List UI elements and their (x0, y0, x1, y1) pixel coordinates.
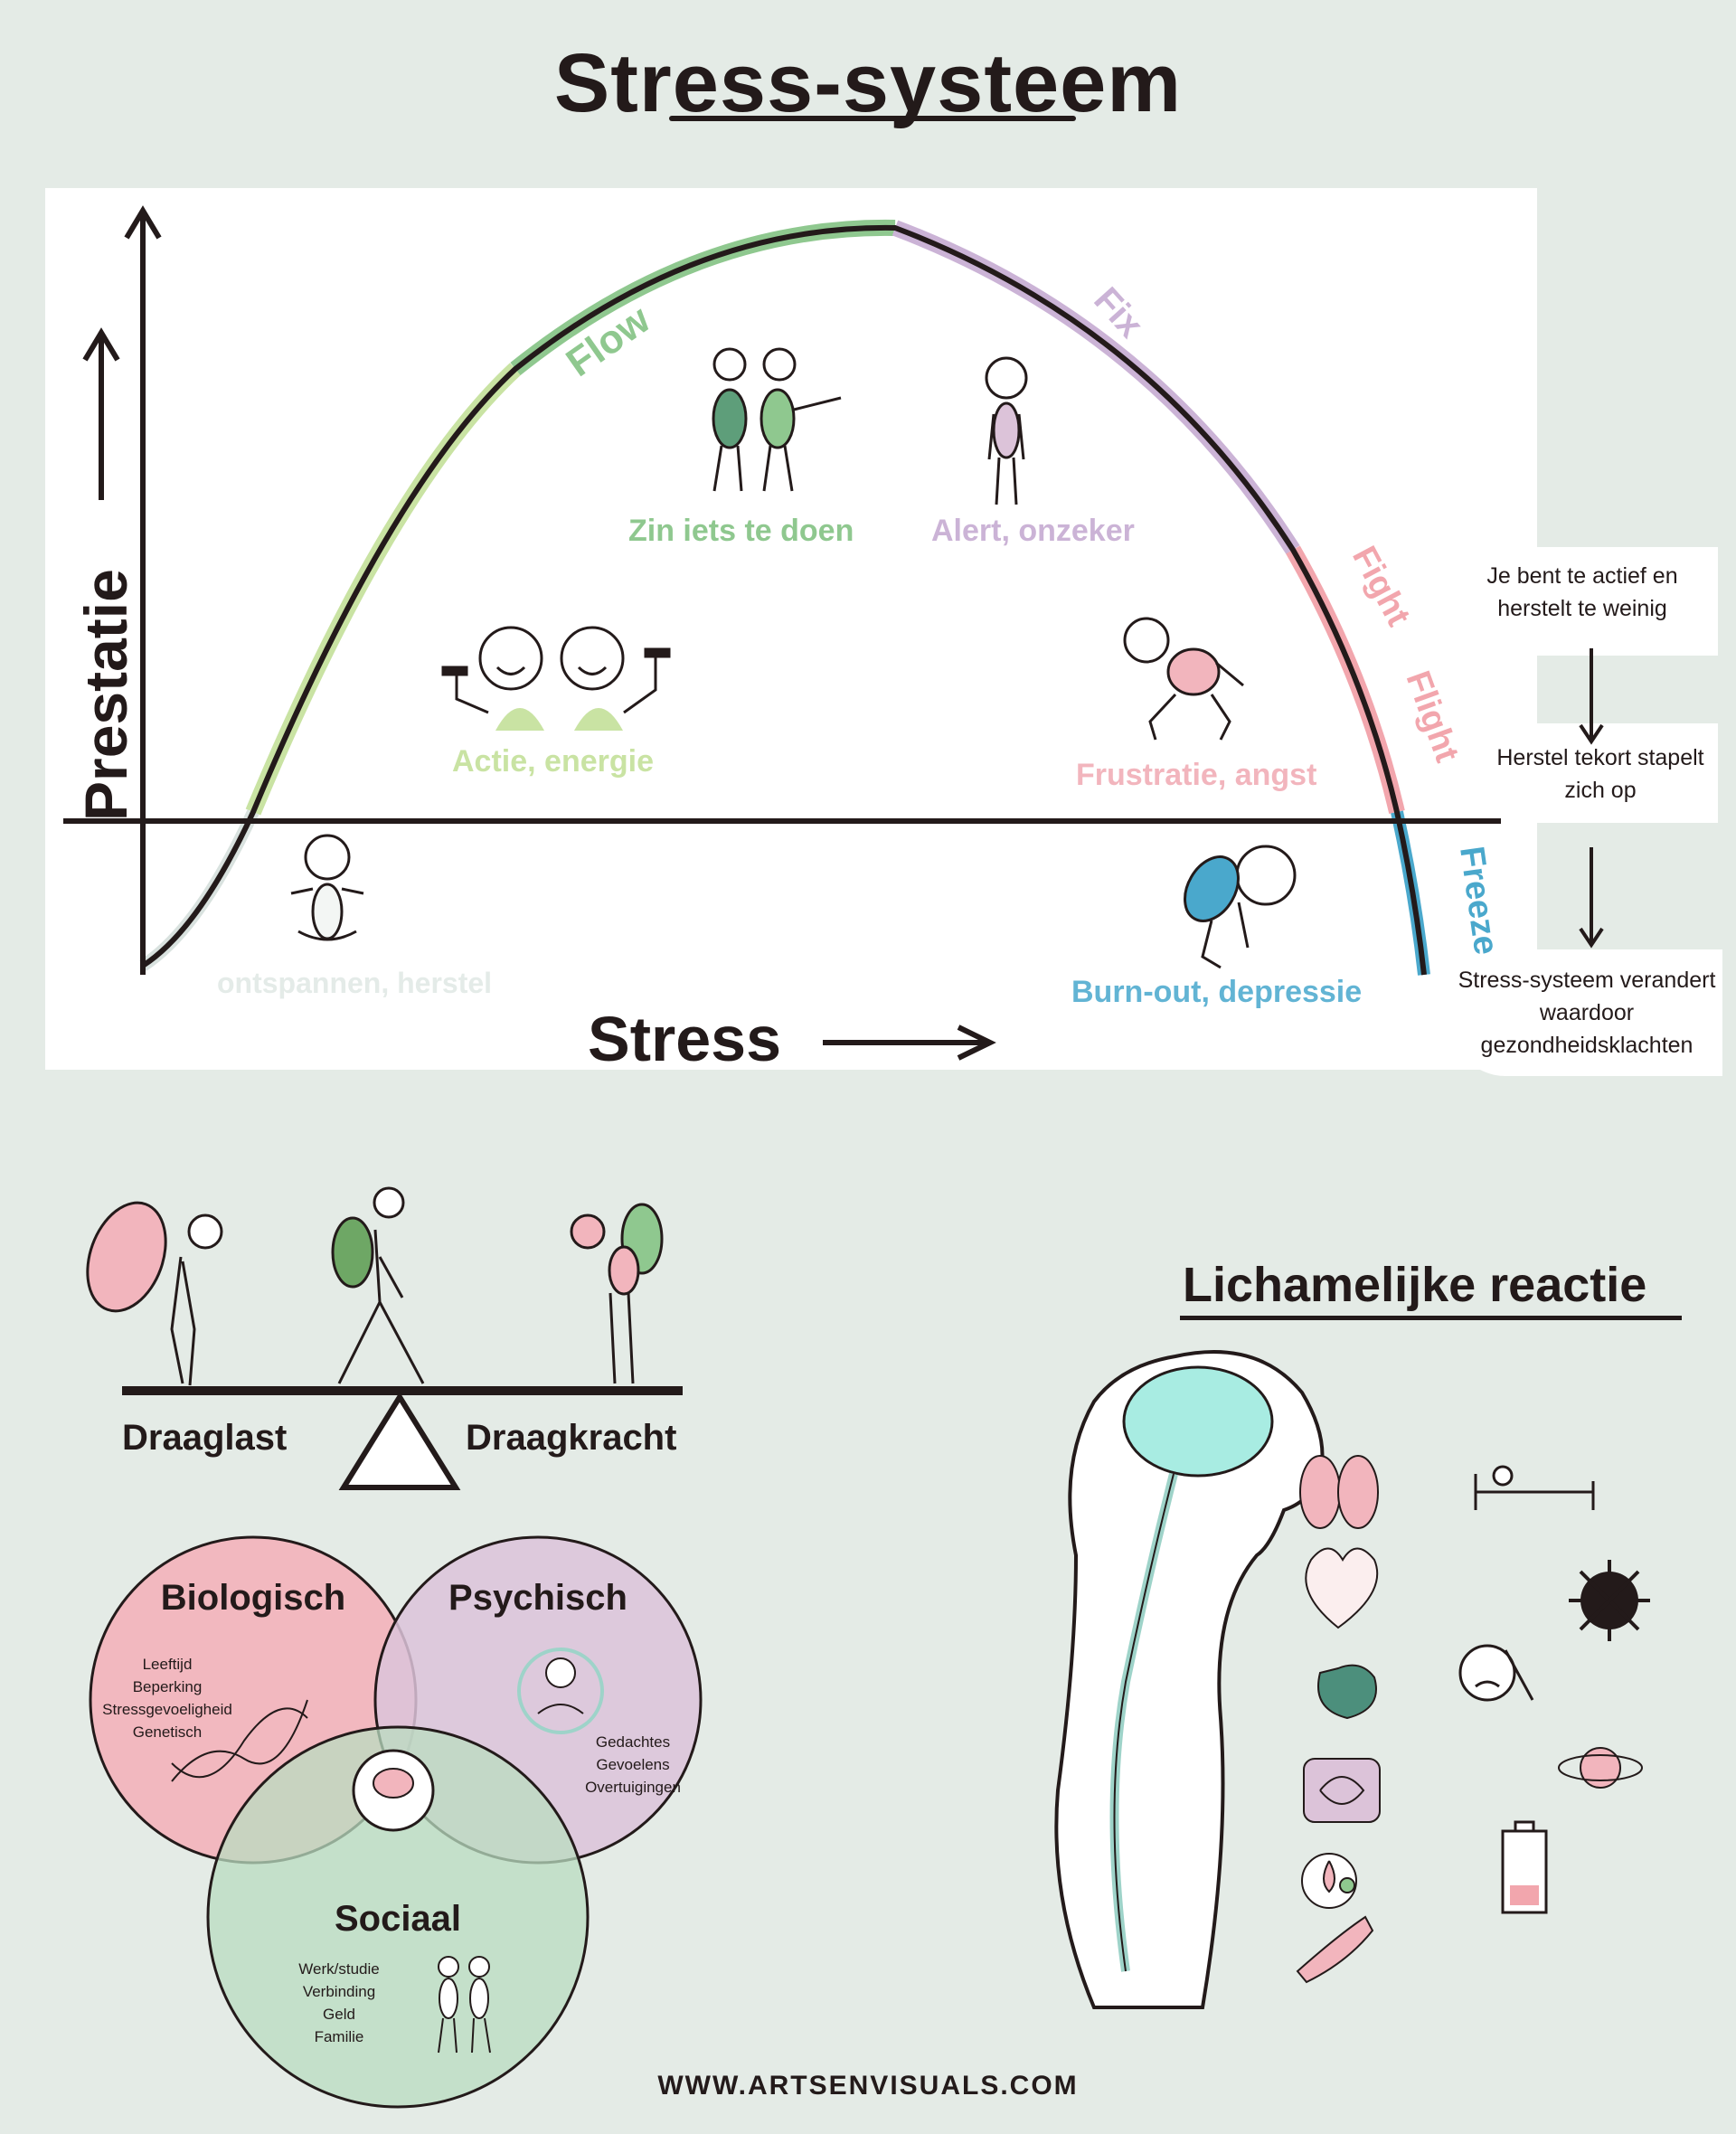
venn-psychological-items: Gedachtes Gevoelens Overtuigingen (561, 1731, 705, 1799)
intestines-icon (1303, 1758, 1381, 1823)
body-section-underline (1180, 1316, 1682, 1320)
venn-social-title: Sociaal (334, 1899, 462, 1939)
venn-social-item: Geld (323, 2006, 355, 2023)
body-reaction-illustration (1054, 1350, 1650, 2009)
venn-biological-item: Genetisch (132, 1723, 203, 1741)
burnout-figure-icon (1184, 845, 1297, 969)
draaglast-label: Draaglast (122, 1418, 288, 1458)
venn-social-items: Werk/studie Verbinding Geld Familie (276, 1958, 402, 2048)
venn-biological-title: Biologisch (160, 1578, 346, 1618)
freeze-label: Freeze (1452, 844, 1505, 957)
balance-illustration (86, 1186, 683, 1490)
side-note-overactive: Je bent te actief en herstelt te weinig (1447, 547, 1718, 656)
venn-psychological-item: Gevoelens (596, 1756, 670, 1773)
stress-performance-curve: Prestatie Stress Flow Fix Fight Flight F… (63, 205, 1505, 1070)
sleep-bed-icon (1474, 1465, 1595, 1510)
venn-psychological-title: Psychisch (448, 1578, 627, 1618)
zone-rest-label: ontspannen, herstel (217, 967, 492, 999)
social-pair-icon (438, 1956, 491, 2054)
venn-biological-items: Leeftijd Beperking Stressgevoeligheid Ge… (86, 1653, 249, 1743)
footer-url[interactable]: WWW.ARTSENVISUALS.COM (657, 2071, 1079, 2101)
fight-label: Fight (1344, 541, 1418, 633)
x-axis-label: Stress (588, 1004, 781, 1070)
draagkracht-label: Draagkracht (466, 1418, 677, 1458)
heart-icon (1305, 1547, 1379, 1629)
muscle-icon (1296, 1915, 1374, 1984)
zone-motivation-label: Zin iets te doen (628, 514, 854, 548)
lungs-icon (1299, 1455, 1379, 1529)
venn-biological-item: Stressgevoeligheid (102, 1701, 232, 1718)
light-load-figure-icon (570, 1203, 664, 1384)
side-note-flow-arrows (1579, 648, 1604, 949)
curve-band-rest (139, 809, 259, 971)
motivated-pair-icon (712, 347, 842, 492)
virus-icon (1569, 1560, 1650, 1641)
blood-sugar-icon (1301, 1853, 1357, 1909)
venn-circle-social (206, 1725, 590, 2109)
stomach-icon (1317, 1664, 1377, 1720)
venn-biological-item: Leeftijd (142, 1656, 193, 1673)
side-note-recovery-deficit: Herstel tekort stapelt zich op (1483, 723, 1718, 823)
headache-face-icon (1458, 1644, 1534, 1702)
meditating-figure-icon (290, 834, 364, 941)
side-note-health-complaints: Stress-systeem verandert waardoor gezond… (1451, 949, 1722, 1076)
venn-psychological-item: Gedachtes (595, 1733, 671, 1751)
mind-cycle-icon (517, 1648, 604, 1734)
walking-figure-icon (331, 1186, 425, 1384)
frustrated-figure-icon (1123, 617, 1244, 741)
page-title: Stress-systeem (553, 37, 1183, 129)
low-battery-icon (1501, 1820, 1548, 1914)
venn-social-item: Werk/studie (298, 1960, 380, 1978)
stress-curve-panel (45, 188, 1537, 1070)
venn-social-item: Familie (314, 2028, 364, 2045)
venn-psychological-item: Overtuigingen (585, 1779, 681, 1796)
curve-band-fix (892, 220, 1300, 554)
alert-figure-icon (985, 356, 1028, 505)
heavy-load-figure-icon (86, 1201, 223, 1386)
body-section-title: Lichamelijke reactie (1183, 1258, 1647, 1312)
zone-burnout-label: Burn-out, depressie (1071, 975, 1362, 1009)
title-underline (669, 116, 1076, 121)
y-axis-label: Prestatie (72, 569, 139, 821)
flight-label: Flight (1399, 666, 1467, 768)
balance-fulcrum (338, 1392, 461, 1490)
performance-curve-line (141, 224, 1427, 976)
venn-biological-item: Beperking (132, 1678, 203, 1695)
dna-helix-icon (171, 1699, 308, 1782)
venn-social-item: Verbinding (302, 1983, 376, 2000)
dizziness-icon (1558, 1747, 1643, 1789)
zone-frustration-label: Frustratie, angst (1076, 758, 1316, 792)
y-axis-arrowhead (124, 205, 162, 240)
biopsychosocial-venn-diagram (89, 1535, 703, 2109)
zone-action-label: Actie, energie (452, 744, 654, 779)
brain-icon (1122, 1365, 1274, 1478)
active-figures-icon (441, 626, 671, 731)
zone-alert-label: Alert, onzeker (931, 514, 1135, 548)
